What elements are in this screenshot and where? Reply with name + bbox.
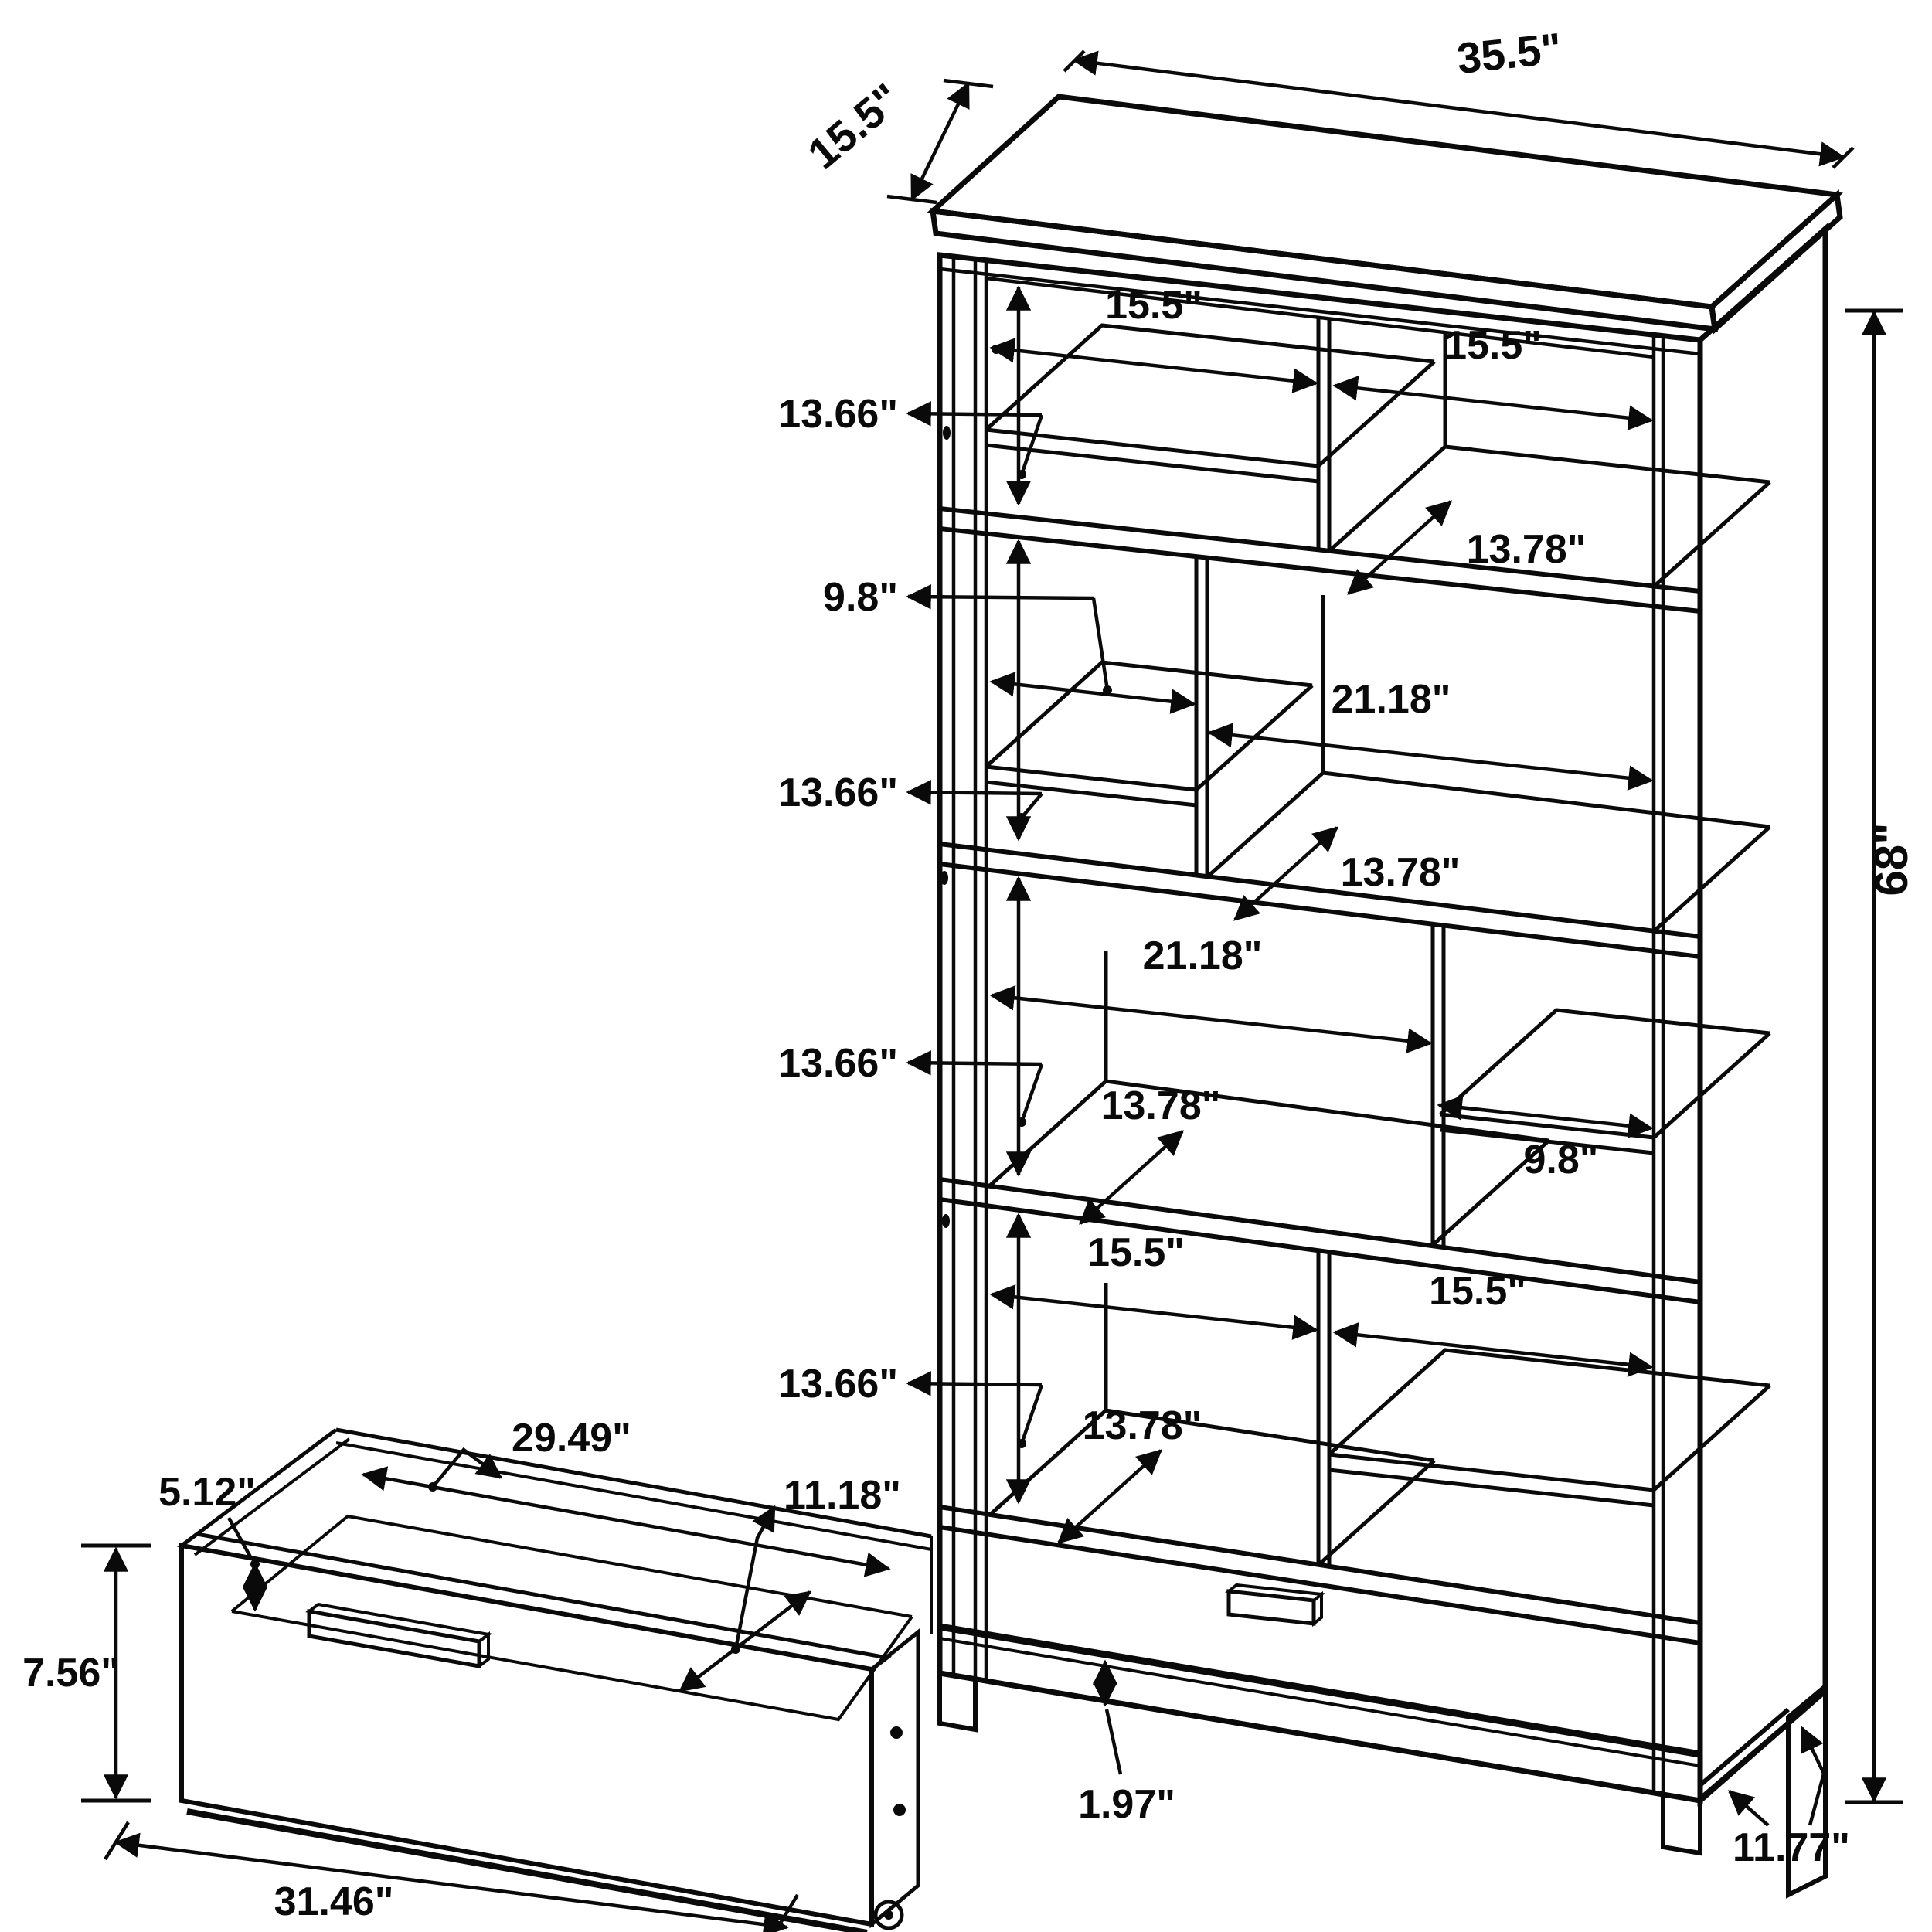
dim-label-row3-shelf-depth: 13.78" xyxy=(1101,1083,1221,1128)
cubby-dividers xyxy=(1194,318,1446,1566)
top-panel xyxy=(926,94,1844,335)
dim-shelf-depths: 13.78" 13.78" 13.78" 13.78" xyxy=(1057,500,1587,1544)
dim-label-row3-left-width: 21.18" xyxy=(1143,934,1263,978)
drawer-front-panel xyxy=(179,1543,874,1927)
dim-label-row2-height: 13.66" xyxy=(778,770,898,815)
dim-label-drawer-front-height: 7.56" xyxy=(22,1651,120,1696)
dim-drawer-inner-width: 11.18" xyxy=(678,1473,901,1692)
side-stretcher xyxy=(1699,1707,1790,1787)
dim-label-row1-left-width: 15.5" xyxy=(1105,283,1202,328)
dim-top-width: 35.5" xyxy=(1063,23,1855,169)
dim-label-row4-shelf-depth: 13.78" xyxy=(1083,1403,1202,1448)
dim-label-drawer-inner-length: 29.49" xyxy=(512,1416,631,1461)
dim-label-top-depth: 15.5" xyxy=(798,73,910,178)
dim-label-drawer-inner-height: 5.12" xyxy=(158,1470,256,1515)
dim-drawer-front-width: 31.46" xyxy=(104,1821,799,1932)
dim-label-row4-height: 13.66" xyxy=(778,1362,898,1406)
dim-label-top-width: 35.5" xyxy=(1454,23,1563,83)
dim-drawer-inner-height: 5.12" xyxy=(158,1470,268,1612)
back-right-leg xyxy=(1786,1681,1828,1899)
dim-label-side-stretcher: 11.77" xyxy=(1733,1825,1850,1870)
front-right-leg xyxy=(1661,1791,1702,1856)
bookcase-drawing: 15.5" 35.5" 68" xyxy=(778,23,1917,1899)
dim-row3-widths: 21.18" 9.8" xyxy=(989,934,1654,1182)
dim-label-overall-height: 68" xyxy=(1866,822,1917,896)
side-panel xyxy=(937,223,1828,1899)
dim-label-row3-right-width: 9.8" xyxy=(1524,1138,1599,1182)
drawer-interior-floor xyxy=(230,1514,913,1722)
dim-label-drawer-inner-width: 11.18" xyxy=(784,1473,901,1518)
cabinet-drawer-front xyxy=(1224,1583,1326,1628)
dim-label-row4-left-width: 15.5" xyxy=(1087,1230,1185,1275)
dim-row2-widths: 9.8" 21.18" xyxy=(823,575,1654,791)
dim-toe-kick: 1.97" xyxy=(1078,1659,1175,1827)
drawer-drawing: 7.56" 5.12" 29.49" 11.18" 31.46" xyxy=(22,1416,933,1932)
dim-label-row1-shelf-depth: 13.78" xyxy=(1467,527,1587,572)
dim-row1-widths: 15.5" 15.5" xyxy=(989,283,1654,430)
dim-label-row3-height: 13.66" xyxy=(778,1041,898,1086)
drawer-handle xyxy=(305,1602,492,1669)
shelf-bands xyxy=(939,506,1701,1767)
dim-label-row2-left-width: 9.8" xyxy=(823,575,898,620)
dim-label-toe-kick: 1.97" xyxy=(1078,1782,1175,1827)
drawer-left-wall xyxy=(180,1428,351,1556)
toe-rail xyxy=(939,1623,1701,1758)
drawer-wheel xyxy=(873,1900,904,1930)
dim-label-row2-shelf-depth: 13.78" xyxy=(1341,850,1461,895)
dim-row-heights: 13.66" 13.66" 13.66" 13.66" xyxy=(778,285,1044,1505)
dim-drawer-inner-length: 29.49" xyxy=(361,1416,891,1577)
dim-side-stretcher: 11.77" xyxy=(1728,1726,1850,1870)
front-left-leg xyxy=(937,1670,978,1733)
dim-label-drawer-front-width: 31.46" xyxy=(274,1879,394,1924)
dim-row4-widths: 15.5" 15.5" xyxy=(989,1230,1654,1377)
dim-label-row1-height: 13.66" xyxy=(778,392,898,437)
dim-label-row4-right-width: 15.5" xyxy=(1429,1269,1526,1314)
dim-label-row2-right-width: 21.18" xyxy=(1332,677,1451,722)
dim-drawer-front-height: 7.56" xyxy=(22,1543,151,1803)
dim-overall-height: 68" xyxy=(1845,308,1917,1804)
dim-label-row1-right-width: 15.5" xyxy=(1444,323,1542,368)
